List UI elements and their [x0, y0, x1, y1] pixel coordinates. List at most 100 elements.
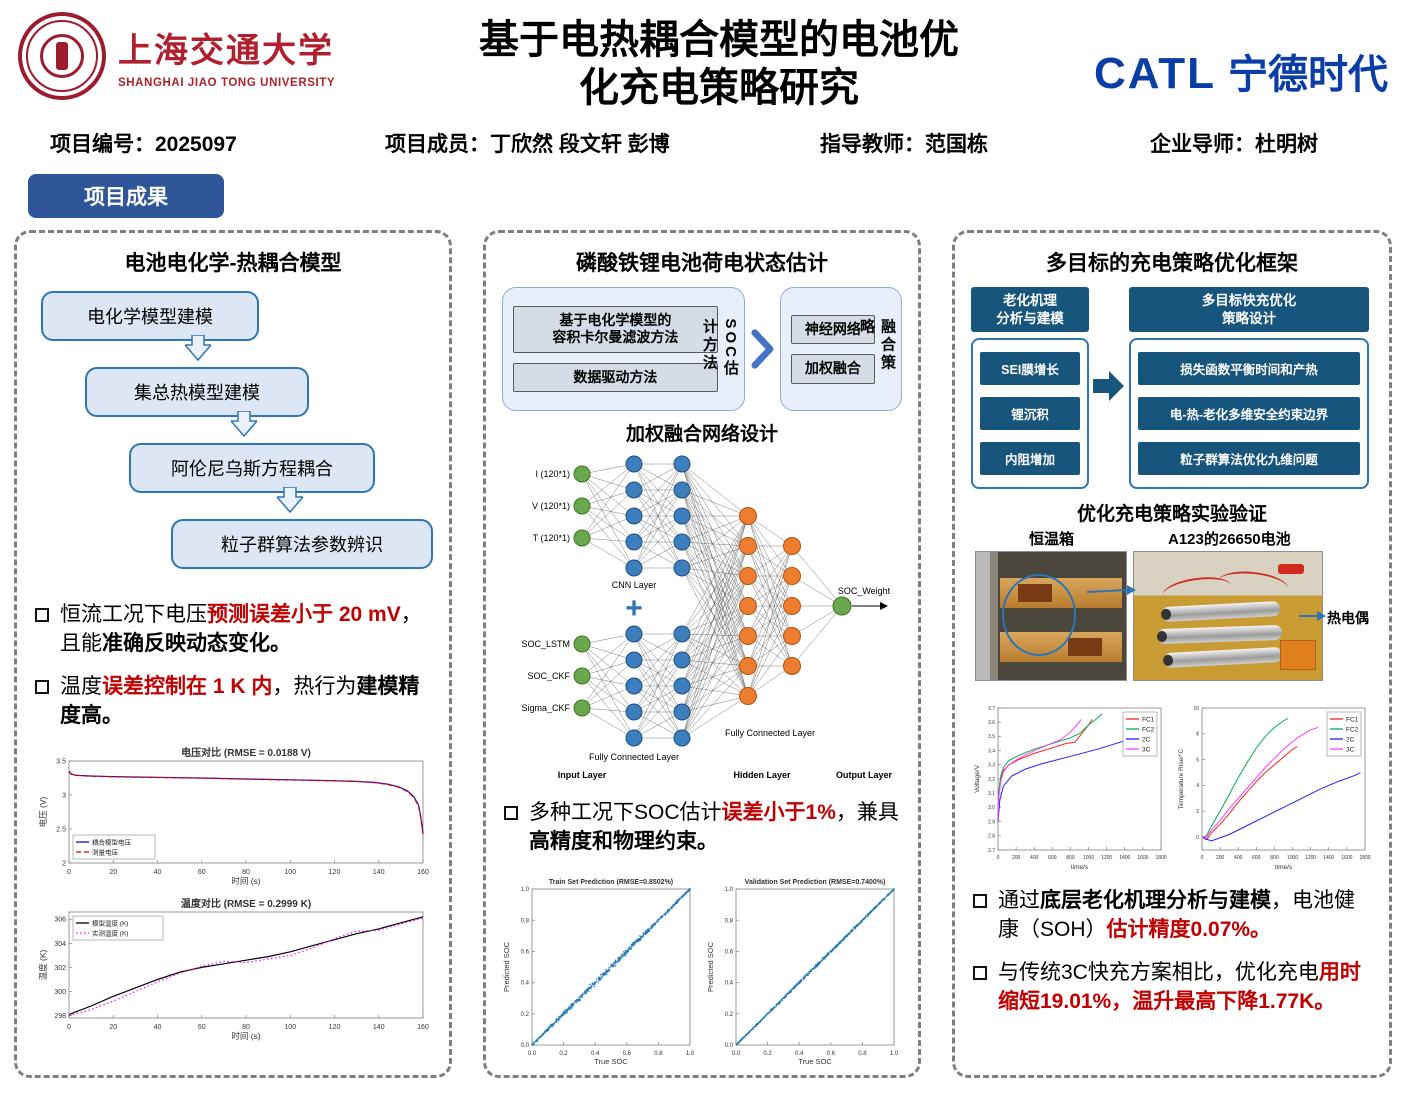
- block-arrow-right-icon: [1093, 370, 1124, 401]
- bullet-voltage-error: 恒流工况下电压预测误差小于 20 mV，且能准确反映动态变化。: [35, 601, 431, 659]
- project-number: 项目编号：2025097: [50, 133, 237, 156]
- svg-text:I (120*1): I (120*1): [535, 469, 570, 479]
- battery-label: A123的26650电池: [1168, 531, 1291, 548]
- strategy-header: 多目标快充优化 策略设计: [1129, 287, 1369, 333]
- svg-text:2C: 2C: [1346, 737, 1355, 744]
- chamber-box-decor: [1068, 638, 1102, 656]
- svg-text:0: 0: [996, 855, 999, 861]
- svg-text:2.5: 2.5: [56, 826, 66, 833]
- network-design-title: 加权融合网络设计: [625, 424, 778, 445]
- svg-text:4: 4: [1196, 783, 1199, 789]
- svg-text:1.0: 1.0: [890, 1051, 899, 1057]
- battery-cell-decor: [1157, 624, 1283, 645]
- svg-text:3.3: 3.3: [988, 763, 995, 769]
- thermocouple-label: 热电偶: [1327, 610, 1369, 626]
- svg-text:1600: 1600: [1341, 855, 1352, 861]
- svg-text:Validation Set Prediction (RMS: Validation Set Prediction (RMSE=0.7400%): [745, 879, 886, 886]
- svg-text:800: 800: [1270, 855, 1279, 861]
- svg-text:0.2: 0.2: [725, 1012, 734, 1018]
- svg-text:0.6: 0.6: [623, 1051, 632, 1057]
- experiment-section: 恒温箱 A123的26650电池 热电偶: [971, 528, 1373, 694]
- bullet-text: 温度误差控制在 1 K 内，热行为建模精度高。: [60, 674, 420, 727]
- svg-text:0.0: 0.0: [528, 1051, 537, 1057]
- fixture-block-decor: [1280, 640, 1316, 670]
- svg-text:0.6: 0.6: [521, 949, 530, 955]
- svg-text:120: 120: [329, 869, 341, 876]
- project-mentor: 企业导师：杜明树: [1150, 133, 1318, 156]
- column2-bullets: 多种工况下SOC估计误差小于1%，兼具高精度和物理约束。: [502, 799, 902, 857]
- svg-text:True SOC: True SOC: [798, 1057, 832, 1066]
- down-arrow-icon: [231, 411, 257, 437]
- svg-text:0.4: 0.4: [725, 981, 734, 987]
- svg-text:0.8: 0.8: [725, 918, 734, 924]
- svg-text:80: 80: [242, 869, 250, 876]
- svg-text:Train Set Prediction (RMSE=0.8: Train Set Prediction (RMSE=0.8502%): [549, 879, 673, 886]
- svg-text:20: 20: [109, 1024, 117, 1031]
- column-thermal-model: 电池电化学-热耦合模型 电化学模型建模 集总热模型建模 阿伦尼乌斯方程耦合 粒子…: [14, 230, 452, 1078]
- svg-text:1000: 1000: [1082, 855, 1093, 861]
- svg-text:FC1: FC1: [1142, 717, 1155, 724]
- method-ckf: 基于电化学模型的 容积卡尔曼滤波方法: [513, 305, 718, 353]
- flow-step-4: 粒子群算法参数辨识: [171, 519, 433, 569]
- svg-text:1.0: 1.0: [686, 1051, 695, 1057]
- soc-methods-vertical-label: SOC估计方法: [700, 318, 739, 379]
- svg-text:0: 0: [1196, 835, 1199, 841]
- svg-text:time/s: time/s: [1274, 864, 1292, 871]
- svg-text:SOC_Weight: SOC_Weight: [838, 586, 891, 596]
- svg-text:FC2: FC2: [1346, 727, 1359, 734]
- header: 上海交通大学 SHANGHAI JIAO TONG UNIVERSITY 基于电…: [0, 0, 1406, 112]
- svg-text:0: 0: [67, 869, 71, 876]
- poster-title-line2: 化充电策略研究: [579, 66, 859, 110]
- svg-text:0.8: 0.8: [858, 1051, 867, 1057]
- svg-text:Fully Connected Layer: Fully Connected Layer: [725, 728, 815, 738]
- svg-text:304: 304: [54, 941, 66, 948]
- svg-text:200: 200: [1011, 855, 1020, 861]
- svg-text:3.0: 3.0: [988, 805, 995, 811]
- svg-text:2.7: 2.7: [988, 848, 995, 854]
- sjtu-name-en: SHANGHAI JIAO TONG UNIVERSITY: [118, 77, 336, 89]
- annotation-ellipse-icon: [1002, 574, 1076, 656]
- bullet-text: 多种工况下SOC估计误差小于1%，兼具高精度和物理约束。: [529, 801, 899, 853]
- svg-text:时间 (s): 时间 (s): [231, 1031, 260, 1041]
- svg-text:实测温度 (K): 实测温度 (K): [92, 928, 128, 937]
- project-members: 项目成员：丁欣然 段文轩 彭博: [385, 133, 670, 156]
- svg-text:温度对比 (RMSE = 0.2999 K): 温度对比 (RMSE = 0.2999 K): [181, 897, 311, 910]
- svg-text:0.4: 0.4: [521, 981, 530, 987]
- svg-text:306: 306: [54, 917, 66, 924]
- svg-text:Voltage/V: Voltage/V: [974, 764, 981, 792]
- svg-text:时间 (s): 时间 (s): [231, 876, 260, 886]
- svg-text:600: 600: [1048, 855, 1057, 861]
- svg-text:time/s: time/s: [1070, 864, 1088, 871]
- svg-text:1.0: 1.0: [521, 887, 530, 893]
- battery-cell-decor: [1163, 646, 1283, 669]
- svg-text:0.0: 0.0: [725, 1043, 734, 1049]
- svg-text:3.2: 3.2: [988, 777, 995, 783]
- sjtu-logo: 上海交通大学 SHANGHAI JIAO TONG UNIVERSITY: [18, 12, 390, 100]
- svg-text:80: 80: [242, 1024, 250, 1031]
- column1-title: 电池电化学-热耦合模型: [124, 252, 342, 275]
- column2-title: 磷酸铁锂电池荷电状态估计: [576, 252, 828, 275]
- svg-text:3C: 3C: [1142, 747, 1151, 754]
- strategy-item-constraints: 电-热-老化多维安全约束边界: [1138, 397, 1360, 431]
- svg-text:温度 (K): 温度 (K): [38, 949, 48, 980]
- svg-text:0.4: 0.4: [591, 1051, 600, 1057]
- chevron-right-icon: [751, 329, 774, 369]
- svg-text:3.6: 3.6: [988, 720, 995, 726]
- bullet-text: 通过底层老化机理分析与建模，电池健康（SOH）估计精度0.07%。: [998, 889, 1355, 941]
- optimization-framework-diagram: 老化机理 分析与建模 SEI膜增长 锂沉积 内阻增加 多目标快充优化 策略设计 …: [971, 287, 1373, 489]
- aging-item-sei: SEI膜增长: [980, 352, 1080, 386]
- fusion-nn: 神经网络: [790, 314, 875, 344]
- bullet-soh-accuracy: 通过底层老化机理分析与建模，电池健康（SOH）估计精度0.07%。: [973, 887, 1371, 945]
- column3-bullets: 通过底层老化机理分析与建模，电池健康（SOH）估计精度0.07%。 与传统3C快…: [971, 887, 1373, 1017]
- svg-text:6: 6: [1196, 757, 1199, 763]
- svg-text:2.9: 2.9: [988, 819, 995, 825]
- svg-text:0.6: 0.6: [725, 949, 734, 955]
- svg-text:SOC_LSTM: SOC_LSTM: [521, 639, 570, 649]
- svg-text:140: 140: [373, 1024, 385, 1031]
- fusion-strategy-box: 神经网络 加权融合 融合策略: [779, 287, 902, 411]
- svg-text:20: 20: [109, 869, 117, 876]
- svg-text:0.2: 0.2: [763, 1051, 772, 1057]
